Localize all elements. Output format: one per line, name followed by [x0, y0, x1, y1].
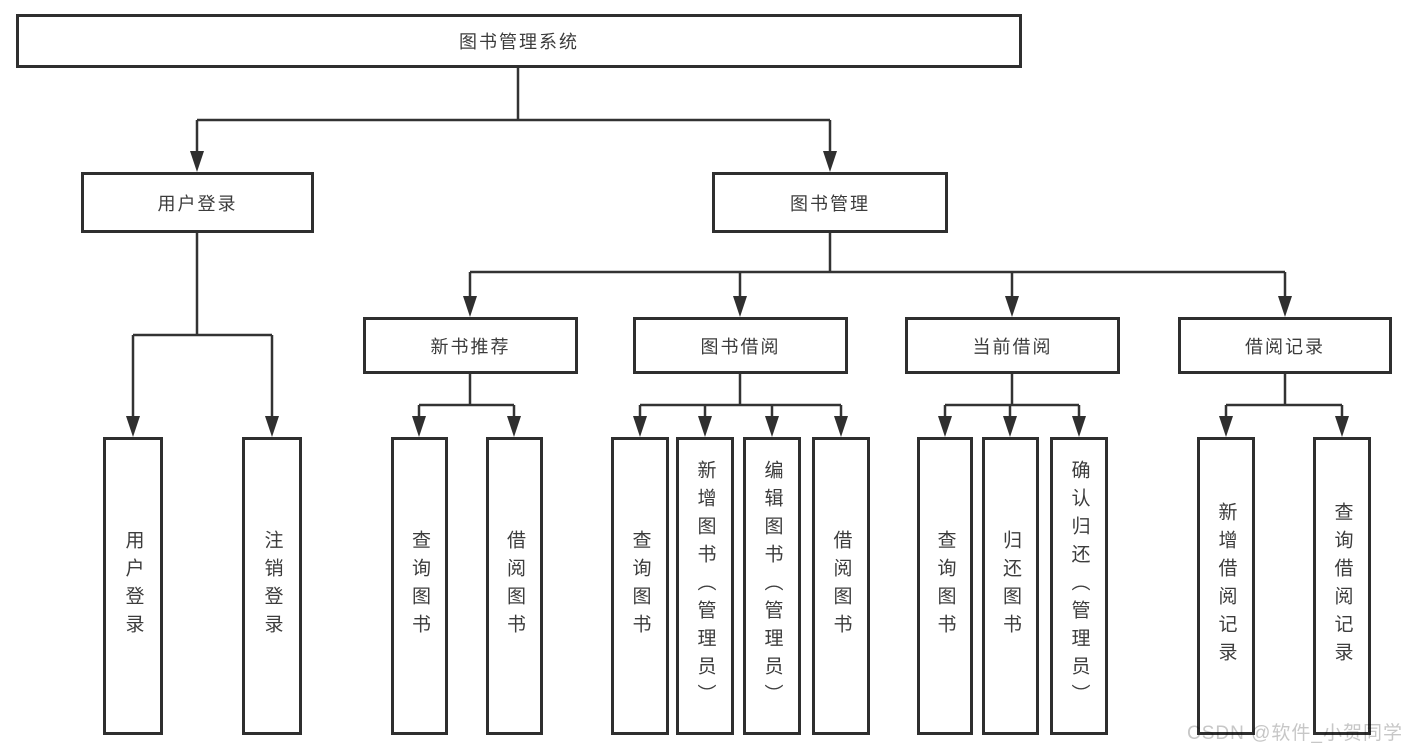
arrowhead — [1072, 416, 1086, 437]
watermark-text: CSDN @软件_小贺同学 — [1187, 723, 1403, 744]
leaf-borrowing-query-books: 查询图书 — [611, 437, 669, 735]
arrowhead — [698, 416, 712, 437]
arrowhead — [1335, 416, 1349, 437]
arrowhead — [190, 151, 204, 172]
leaf-current-return-books: 归还图书 — [982, 437, 1039, 735]
leaf-current-query-books: 查询图书 — [917, 437, 973, 735]
arrowhead — [412, 416, 426, 437]
arrowheads — [126, 151, 1349, 437]
leaf-logout-login: 注销登录 — [242, 437, 302, 735]
arrowhead — [834, 416, 848, 437]
leaf-newbooks-query-books: 查询图书 — [391, 437, 448, 735]
node-book-borrowing: 图书借阅 — [633, 317, 848, 374]
arrowhead — [126, 416, 140, 437]
arrowhead — [507, 416, 521, 437]
arrowhead — [938, 416, 952, 437]
leaf-records-query-record: 查询借阅记录 — [1313, 437, 1371, 735]
leaf-records-add-record: 新增借阅记录 — [1197, 437, 1255, 735]
arrowhead — [1278, 296, 1292, 317]
arrowhead — [1005, 296, 1019, 317]
arrowhead — [1219, 416, 1233, 437]
node-root: 图书管理系统 — [16, 14, 1022, 68]
arrowhead — [765, 416, 779, 437]
node-current-borrowing: 当前借阅 — [905, 317, 1120, 374]
arrowhead — [1003, 416, 1017, 437]
node-book-management: 图书管理 — [712, 172, 948, 233]
leaf-borrowing-borrow-books: 借阅图书 — [812, 437, 870, 735]
node-borrowing-records: 借阅记录 — [1178, 317, 1392, 374]
arrowhead — [633, 416, 647, 437]
node-new-book-recommendation: 新书推荐 — [363, 317, 578, 374]
connector-lines — [131, 68, 1344, 417]
node-user-login: 用户登录 — [81, 172, 314, 233]
leaf-borrowing-add-books-admin: 新增图书（管理员） — [676, 437, 734, 735]
arrowhead — [733, 296, 747, 317]
arrowhead — [463, 296, 477, 317]
leaf-user-login: 用户登录 — [103, 437, 163, 735]
leaf-current-confirm-return-admin: 确认归还（管理员） — [1050, 437, 1108, 735]
arrowhead — [265, 416, 279, 437]
leaf-borrowing-edit-books-admin: 编辑图书（管理员） — [743, 437, 801, 735]
arrowhead — [823, 151, 837, 172]
leaf-newbooks-borrow-books: 借阅图书 — [486, 437, 543, 735]
